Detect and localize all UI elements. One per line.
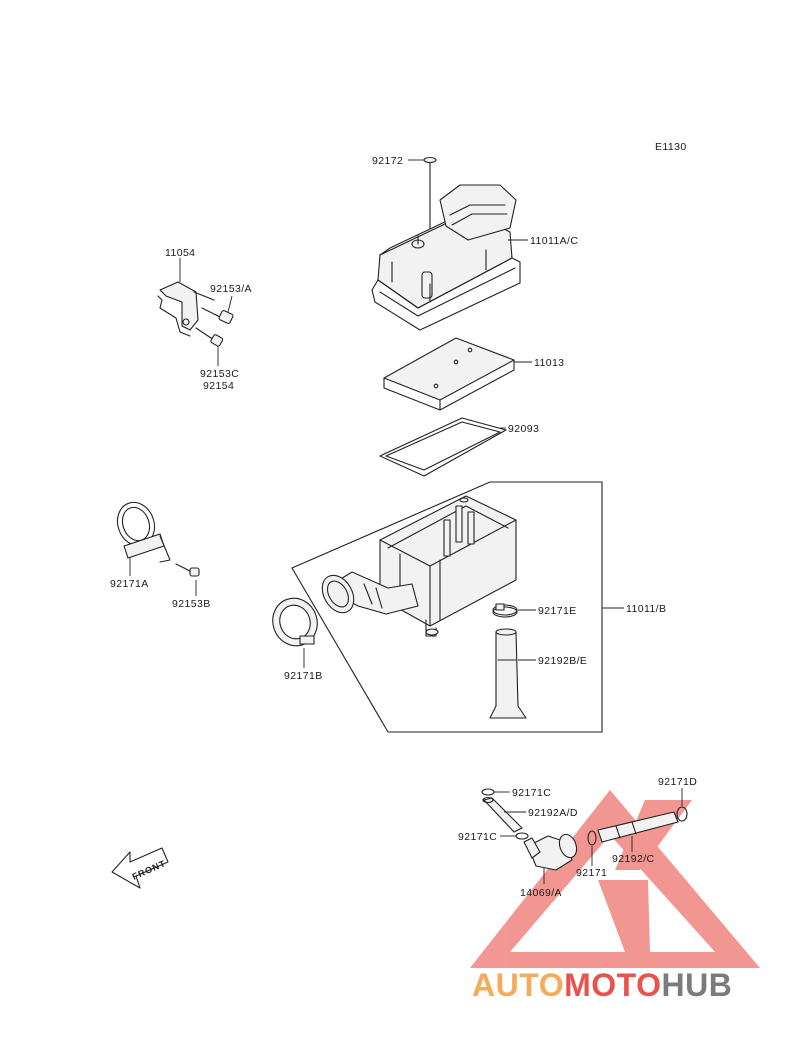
label-92192c: 92192/C [612, 853, 655, 865]
label-92171b: 92171B [284, 670, 323, 682]
part-11011b-inlet-duct [321, 571, 419, 615]
label-92153a: 92153/A [210, 283, 252, 295]
label-92171c-upper: 92171C [512, 787, 551, 799]
part-92153b-bolt [175, 563, 200, 596]
part-92153c-bolt [195, 327, 224, 366]
label-92171e: 92171E [538, 605, 577, 617]
label-14069a: 14069/A [520, 887, 562, 899]
part-92171e-clamp [492, 603, 518, 618]
part-92093-gasket [379, 417, 507, 477]
part-92171-clamp [587, 830, 597, 866]
watermark-triangle-icon [470, 790, 760, 968]
part-92192be-tube [489, 628, 527, 719]
part-92153a-bolt [201, 295, 234, 324]
label-92172: 92172 [372, 155, 403, 167]
label-92154: 92154 [203, 380, 234, 392]
label-92153c: 92153C [200, 368, 239, 380]
part-92171c-clamp-upper [481, 788, 510, 796]
group-outline-11011b [291, 481, 603, 733]
part-92172-screw [408, 156, 437, 229]
part-92192c-hose [597, 811, 679, 852]
label-92171a: 92171A [110, 578, 149, 590]
part-11013-element [383, 337, 515, 411]
part-92171d-clamp [676, 788, 688, 822]
part-92171c-clamp-lower [500, 832, 529, 840]
watermark-text: AUTOMOTOHUB [472, 967, 732, 1003]
watermark-logo [470, 790, 760, 968]
part-11011ac-cover [371, 184, 521, 331]
label-11054: 11054 [165, 247, 195, 259]
label-11013: 11013 [534, 357, 564, 369]
label-92093: 92093 [508, 423, 539, 435]
label-92171: 92171 [576, 867, 607, 879]
label-92171d: 92171D [658, 776, 697, 788]
part-14069a-cap [523, 833, 578, 884]
front-arrow-icon: FRONT [111, 847, 169, 889]
part-92171a-clamp [116, 501, 171, 576]
part-92192ad-hose [482, 796, 526, 833]
label-92192ad: 92192A/D [528, 807, 578, 819]
part-11054-bracket [157, 258, 215, 337]
label-11011b: 11011/B [626, 603, 666, 615]
label-92153b: 92153B [172, 598, 211, 610]
part-92171b-clamp [272, 597, 318, 668]
label-11011ac: 11011A/C [530, 235, 578, 247]
watermark-auto: AUTO [472, 967, 564, 1003]
label-92192be: 92192B/E [538, 655, 587, 667]
watermark-a-stroke-icon [598, 800, 692, 952]
watermark-hub: HUB [661, 967, 732, 1003]
svg-text:AUTOMOTOHUB: AUTOMOTOHUB [472, 967, 732, 1003]
label-92171c-lower: 92171C [458, 831, 497, 843]
diagram-code: E1130 [655, 141, 687, 153]
watermark-moto: MOTO [564, 967, 661, 1003]
